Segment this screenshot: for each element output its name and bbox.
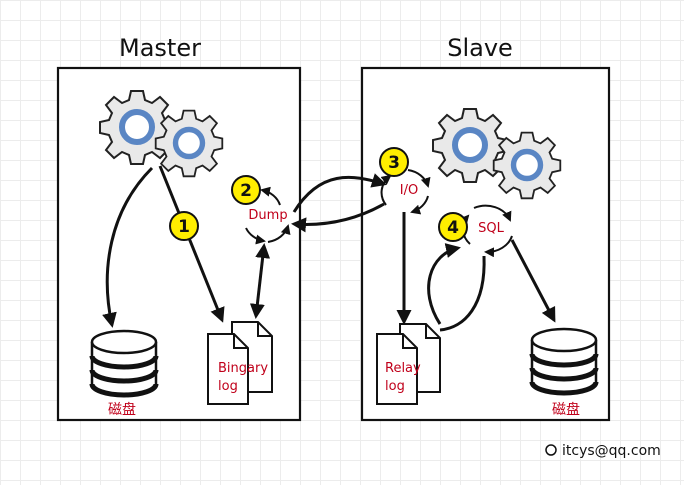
relaylog-label-2: log xyxy=(385,379,405,394)
master-database-icon xyxy=(89,329,159,398)
flow-arrows xyxy=(102,165,556,332)
sql-process-label: SQL xyxy=(478,221,504,236)
circle-icon xyxy=(545,444,557,456)
arrow-relaylog-to-sql xyxy=(427,243,461,325)
slave-gear-icon-2 xyxy=(492,131,562,200)
arrow-master-to-binlog xyxy=(158,165,225,323)
slave-database-icon xyxy=(529,327,599,396)
arrow-sql-to-relaylog xyxy=(439,255,486,332)
io-thread-cycle-icon xyxy=(380,169,431,215)
arrow-dump-to-io xyxy=(292,173,387,213)
svg-text:2: 2 xyxy=(240,181,252,201)
arrow-binlog-dump xyxy=(249,243,271,319)
slave-title: Slave xyxy=(447,34,513,62)
step-badge-4: 4 xyxy=(438,212,468,242)
arrow-sql-to-disk xyxy=(510,239,556,323)
step-badge-2: 2 xyxy=(231,175,261,205)
step-badge-3: 3 xyxy=(379,147,409,177)
slave-disk-label: 磁盘 xyxy=(552,401,580,418)
arrow-master-to-disk xyxy=(102,166,154,328)
slave-gear-icon xyxy=(432,108,508,183)
arrow-io-to-dump xyxy=(291,202,385,233)
dump-thread-cycle-icon xyxy=(245,186,291,245)
binlog-document-icon xyxy=(207,321,273,405)
master-gear-icon-2 xyxy=(154,109,224,178)
svg-text:3: 3 xyxy=(388,153,400,173)
binlog-label-1: Bingary xyxy=(218,361,268,376)
relaylog-label-1: Relay xyxy=(385,361,421,376)
master-gear-icon xyxy=(99,90,175,165)
credit-text: itcys@qq.com xyxy=(562,443,661,459)
step-badge-1: 1 xyxy=(169,211,199,241)
dump-process-label: Dump xyxy=(248,208,287,223)
binlog-label-2: log xyxy=(218,379,238,394)
io-process-label: I/O xyxy=(400,183,418,198)
master-title: Master xyxy=(119,34,201,62)
svg-text:4: 4 xyxy=(447,218,459,238)
svg-text:1: 1 xyxy=(178,217,190,237)
relaylog-document-icon xyxy=(376,323,441,405)
master-disk-label: 磁盘 xyxy=(108,401,136,418)
